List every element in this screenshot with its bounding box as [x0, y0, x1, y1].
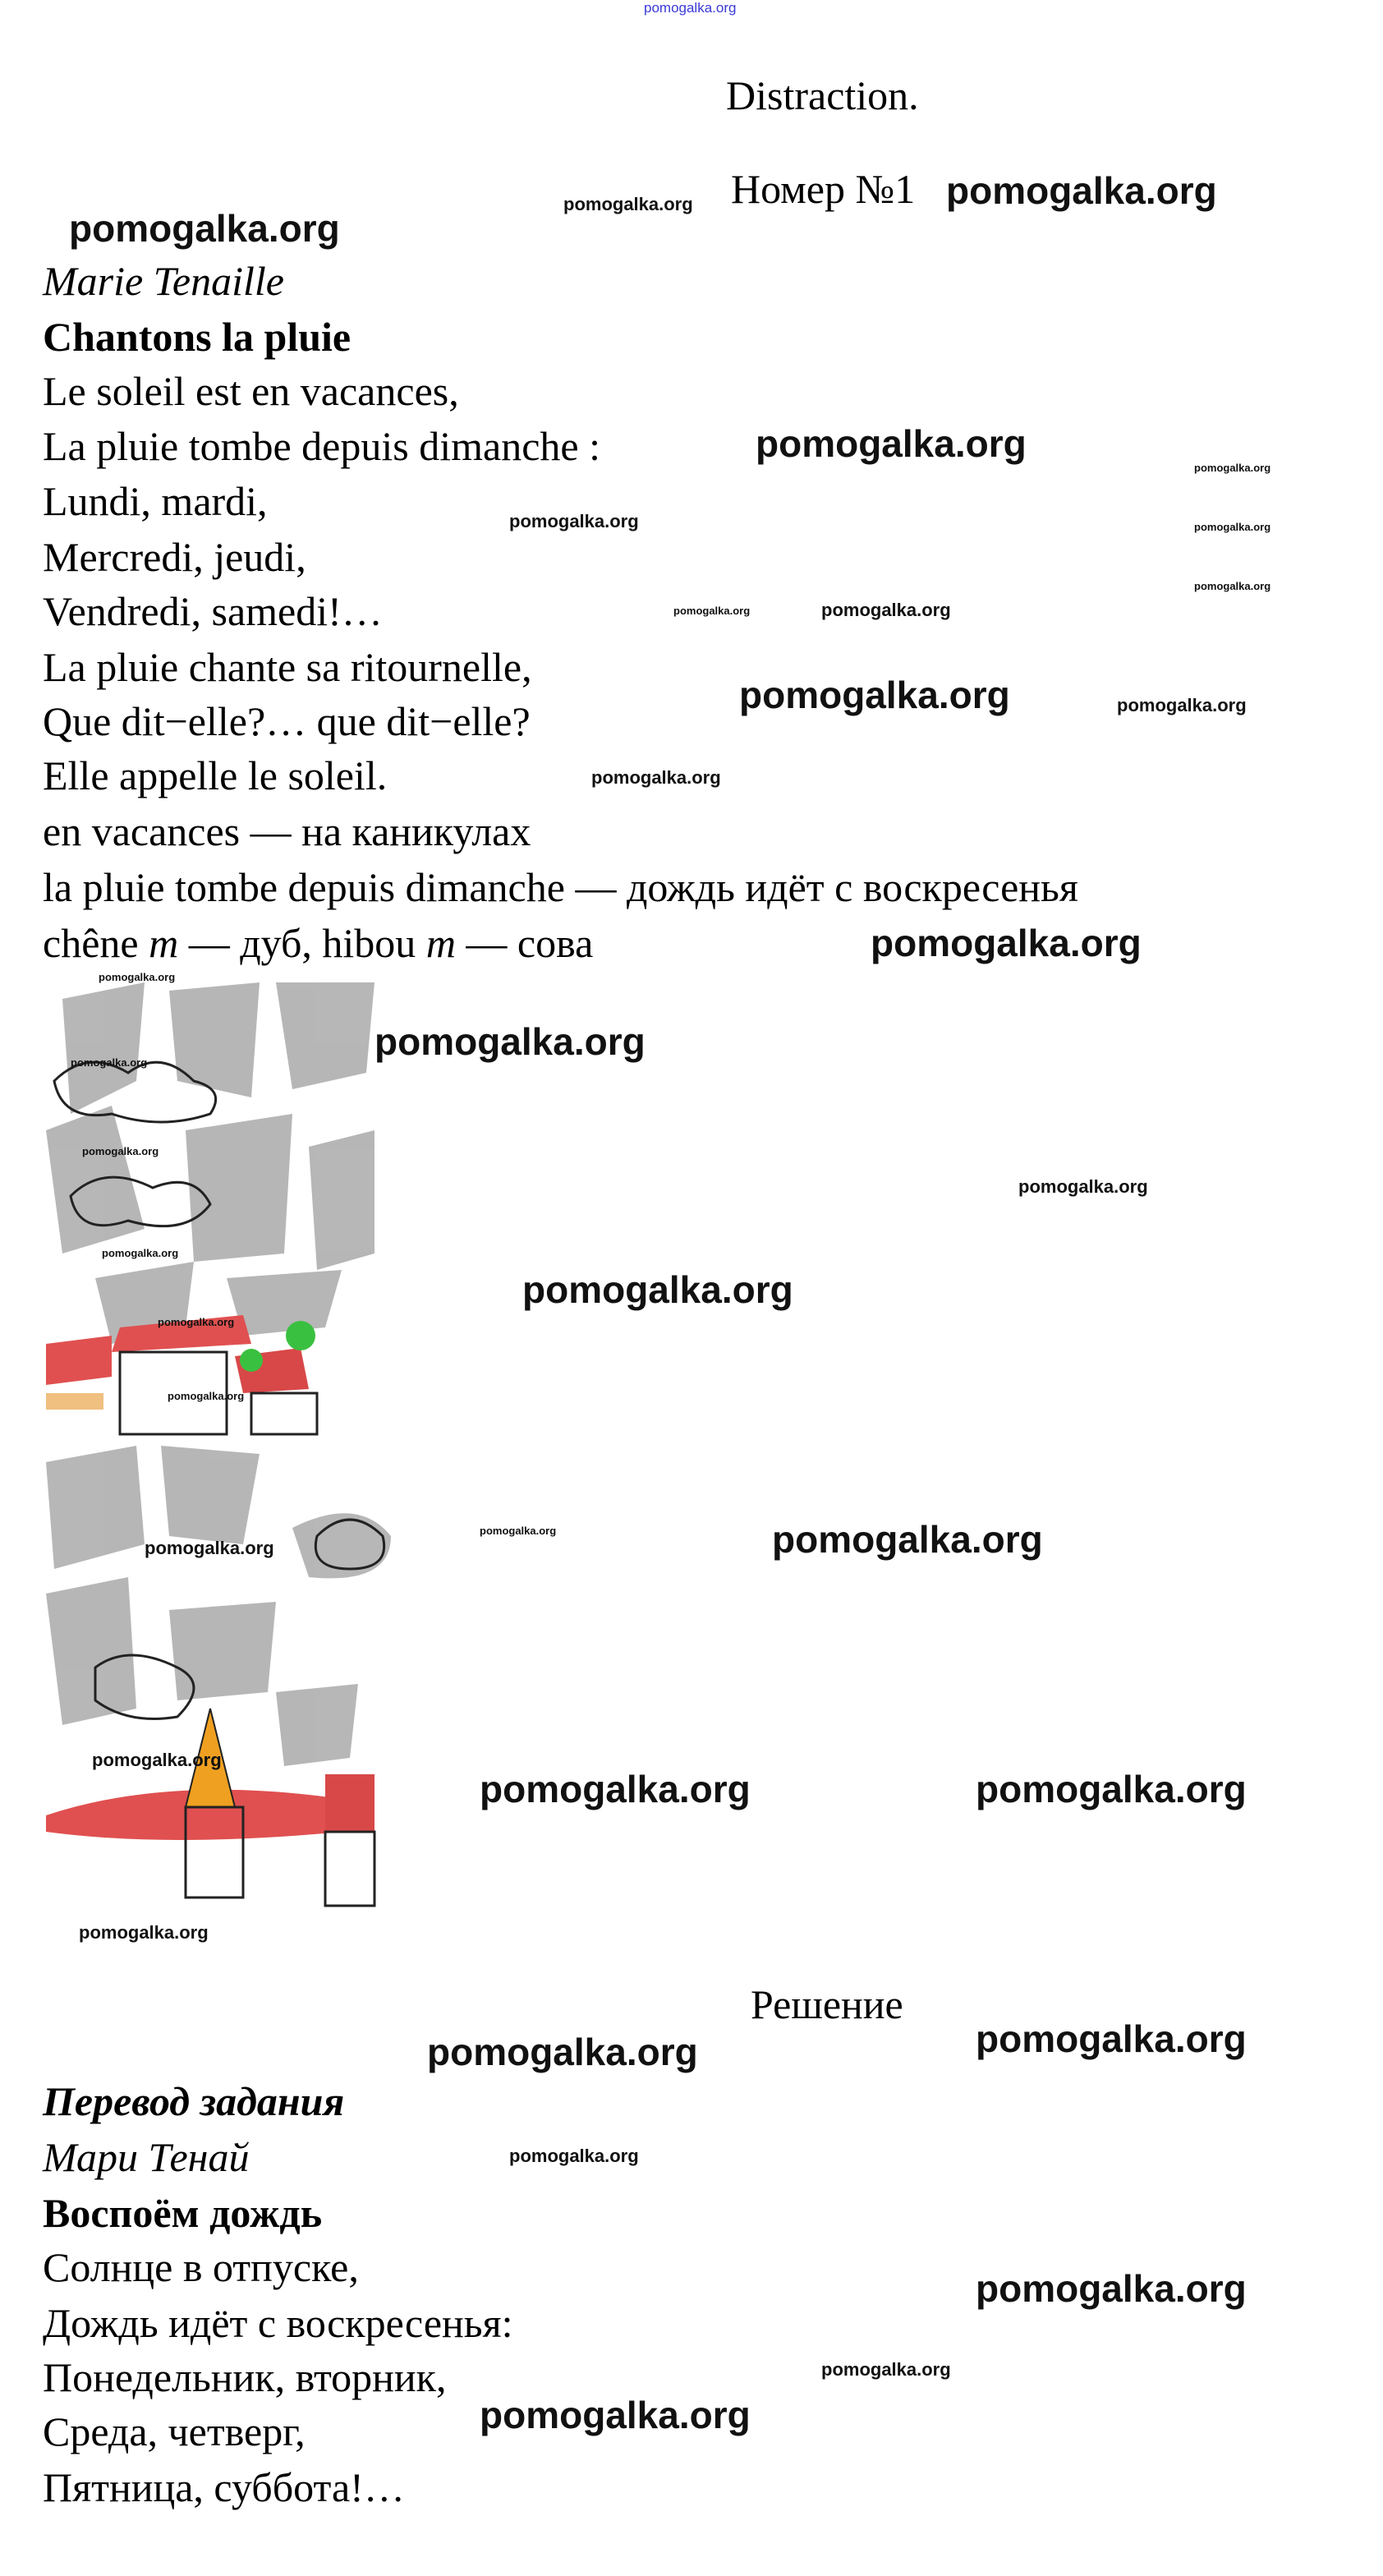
translation-line: Пятница, суббота!… — [43, 2464, 405, 2510]
watermark: pomogalka.org — [1018, 1176, 1148, 1197]
translation-title: Перевод задания — [43, 2078, 345, 2124]
watermark: pomogalka.org — [871, 922, 1142, 964]
translation-line: Понедельник, вторник, — [43, 2354, 447, 2400]
poem-line: Vendredi, samedi!… — [43, 588, 383, 634]
poem-line: La pluie chante sa ritournelle, — [43, 644, 532, 690]
translation-line: Среда, четверг, — [43, 2408, 306, 2454]
watermark: pomogalka.org — [145, 1538, 274, 1558]
watermark: pomogalka.org — [509, 2146, 639, 2166]
watermark: pomogalka.org — [976, 2267, 1247, 2310]
watermark: pomogalka.org — [92, 1750, 222, 1770]
watermark: pomogalka.org — [168, 1390, 245, 1402]
watermark: pomogalka.org — [509, 511, 639, 531]
vocab-line: la pluie tombe depuis dimanche — дождь и… — [43, 864, 1078, 910]
watermark: pomogalka.org — [1194, 521, 1271, 533]
watermark: pomogalka.org — [976, 1768, 1247, 1810]
watermark: pomogalka.org — [158, 1316, 235, 1328]
page-title: Distraction. — [726, 72, 919, 118]
poem-line: La pluie tombe depuis dimanche : — [43, 423, 600, 469]
watermark: pomogalka.org — [69, 207, 340, 250]
poem-line: Mercredi, jeudi, — [43, 534, 306, 580]
watermark: pomogalka.org — [1117, 695, 1247, 715]
watermark: pomogalka.org — [591, 767, 721, 788]
poem-line: Le soleil est en vacances, — [43, 368, 459, 414]
poem-title: Chantons la pluie — [43, 314, 351, 360]
watermark: pomogalka.org — [82, 1145, 159, 1157]
watermark: pomogalka.org — [756, 422, 1027, 465]
watermark: pomogalka.org — [427, 2031, 698, 2073]
watermark: pomogalka.org — [79, 1922, 209, 1943]
rain-town-illustration — [46, 982, 374, 1436]
vocab-line: en vacances — на каникулах — [43, 808, 531, 854]
poem-line: Que dit−elle?… que dit−elle? — [43, 698, 531, 744]
poem-line: Lundi, mardi, — [43, 478, 268, 524]
watermark: pomogalka.org — [976, 2017, 1247, 2060]
watermark: pomogalka.org — [821, 2359, 951, 2380]
translation-author: Мари Тенай — [43, 2134, 250, 2180]
translation-poem-title: Воспоём дождь — [43, 2190, 323, 2236]
watermark: pomogalka.org — [1194, 580, 1271, 592]
watermark: pomogalka.org — [480, 1768, 751, 1810]
watermark: pomogalka.org — [739, 674, 1010, 716]
watermark: pomogalka.org — [99, 971, 176, 983]
watermark: pomogalka.org — [563, 194, 693, 214]
watermark: pomogalka.org — [522, 1268, 793, 1311]
translation-line: Дождь идёт с воскресенья: — [43, 2300, 513, 2346]
exercise-number: Номер №1 — [731, 166, 916, 212]
translation-line: Солнце в отпуске, — [43, 2244, 359, 2290]
vocab-line: chêne m — дуб, hibou m — сова — [43, 920, 594, 966]
watermark: pomogalka.org — [480, 1525, 557, 1537]
watermark: pomogalka.org — [1194, 462, 1271, 474]
watermark: pomogalka.org — [480, 2394, 751, 2436]
poem-author: Marie Tenaille — [43, 258, 284, 304]
top-watermark[interactable]: pomogalka.org — [644, 0, 737, 16]
watermark: pomogalka.org — [102, 1247, 179, 1259]
watermark: pomogalka.org — [946, 169, 1217, 212]
watermark: pomogalka.org — [71, 1056, 148, 1069]
rain-church-illustration — [46, 1446, 391, 1907]
watermark: pomogalka.org — [374, 1020, 646, 1063]
solution-heading: Решение — [751, 1981, 903, 2027]
watermark: pomogalka.org — [673, 605, 751, 617]
watermark: pomogalka.org — [821, 600, 951, 620]
watermark: pomogalka.org — [772, 1518, 1043, 1561]
poem-line: Elle appelle le soleil. — [43, 752, 388, 798]
